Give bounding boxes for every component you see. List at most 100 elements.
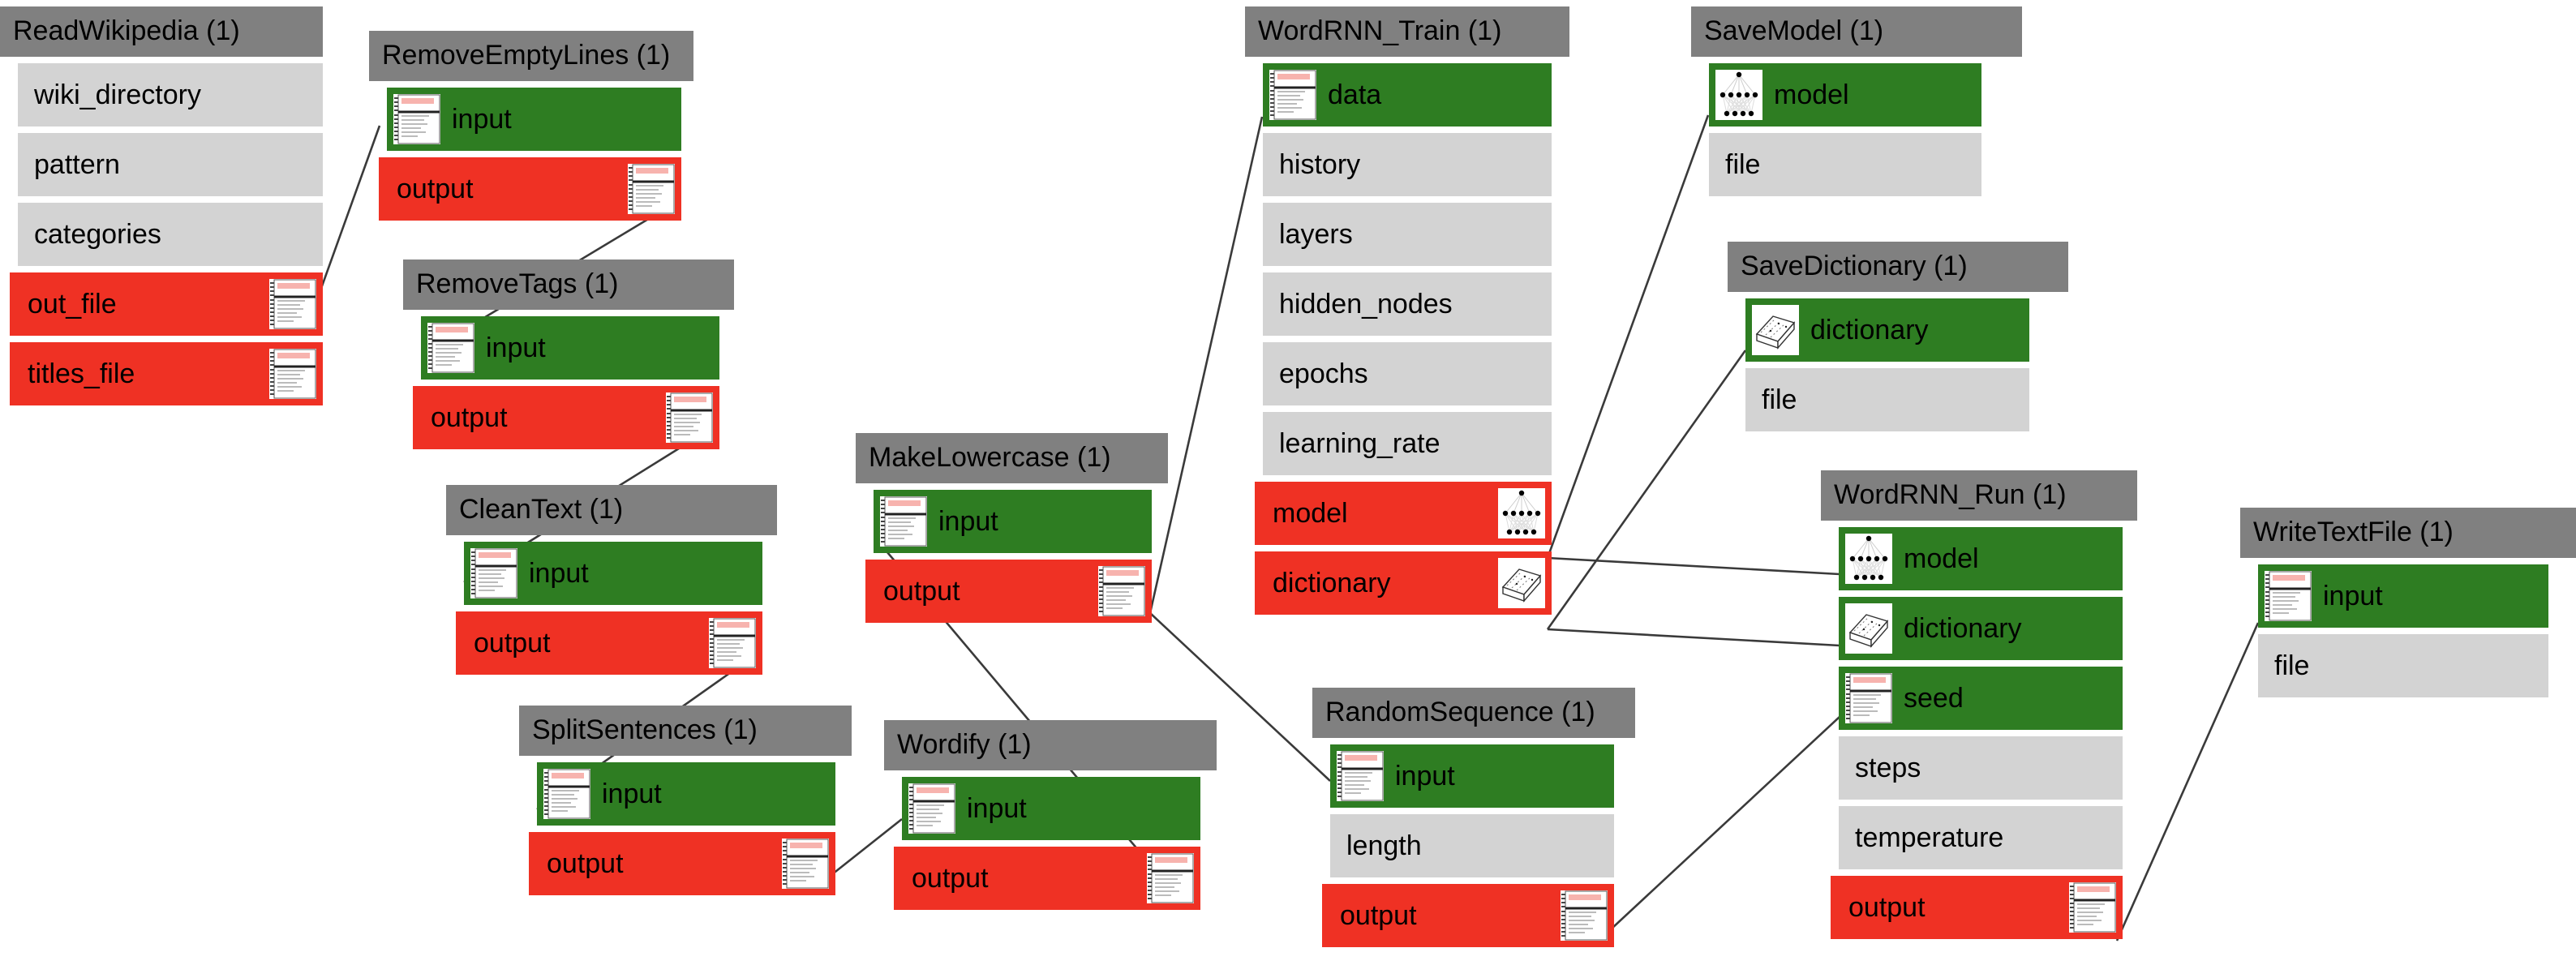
port-wordrnn-train-data[interactable]: data (1263, 63, 1552, 127)
node-title[interactable]: MakeLowercase (1) (856, 433, 1168, 483)
port-split-sentences-output[interactable]: output (529, 832, 835, 895)
node-title[interactable]: RemoveTags (1) (403, 260, 734, 310)
node-title[interactable]: WordRNN_Train (1) (1245, 6, 1569, 57)
neural-network-icon (1498, 488, 1545, 538)
port-label: output (1340, 899, 1417, 931)
port-wordrnn-train-epochs[interactable]: epochs (1263, 342, 1552, 405)
node-title[interactable]: SplitSentences (1) (519, 706, 852, 756)
port-label: data (1328, 79, 1382, 110)
port-list: input output (884, 777, 1200, 910)
port-split-sentences-input[interactable]: input (537, 762, 835, 826)
port-read-wikipedia-categories[interactable]: categories (18, 203, 323, 266)
port-clean-text-input[interactable]: input (464, 542, 762, 605)
node-title[interactable]: RemoveEmptyLines (1) (369, 31, 693, 81)
node-wordrnn-run[interactable]: WordRNN_Run (1) model dictionary see (1821, 470, 2137, 939)
port-wordrnn-train-learning-rate[interactable]: learning_rate (1263, 412, 1552, 475)
node-title[interactable]: WriteTextFile (1) (2240, 508, 2576, 558)
text-document-icon (666, 392, 713, 443)
port-remove-empty-lines-output[interactable]: output (379, 157, 681, 221)
port-read-wikipedia-titles-file[interactable]: titles_file (10, 342, 323, 405)
port-label: output (431, 401, 508, 433)
port-remove-tags-input[interactable]: input (421, 316, 719, 380)
edge-random-sequence-output-to-wordrnn-run-seed[interactable] (1610, 716, 1840, 930)
node-remove-tags[interactable]: RemoveTags (1) input output (403, 260, 734, 449)
port-make-lowercase-output[interactable]: output (865, 560, 1152, 623)
text-document-icon (1337, 751, 1384, 801)
node-title[interactable]: Wordify (1) (884, 720, 1217, 770)
node-title[interactable]: SaveModel (1) (1691, 6, 2022, 57)
node-title[interactable]: RandomSequence (1) (1312, 688, 1635, 738)
port-random-sequence-length[interactable]: length (1330, 814, 1614, 877)
node-save-dictionary[interactable]: SaveDictionary (1) dictionary file (1728, 242, 2068, 431)
node-title[interactable]: SaveDictionary (1) (1728, 242, 2068, 292)
port-wordrnn-train-dictionary[interactable]: dictionary (1255, 551, 1552, 615)
node-title[interactable]: WordRNN_Run (1) (1821, 470, 2137, 521)
node-make-lowercase[interactable]: MakeLowercase (1) input output (856, 433, 1168, 623)
port-wordrnn-run-steps[interactable]: steps (1839, 736, 2123, 800)
node-title[interactable]: CleanText (1) (446, 485, 777, 535)
port-wordrnn-run-temperature[interactable]: temperature (1839, 806, 2123, 869)
port-label: hidden_nodes (1279, 288, 1453, 320)
port-read-wikipedia-wiki-directory[interactable]: wiki_directory (18, 63, 323, 127)
port-remove-empty-lines-input[interactable]: input (387, 88, 681, 151)
port-write-text-file-input[interactable]: input (2258, 564, 2548, 628)
port-label: file (1762, 384, 1797, 415)
node-wordify[interactable]: Wordify (1) input output (884, 720, 1217, 910)
port-wordify-output[interactable]: output (894, 847, 1200, 910)
port-random-sequence-output[interactable]: output (1322, 884, 1614, 947)
port-wordrnn-run-seed[interactable]: seed (1839, 667, 2123, 730)
port-save-dictionary-file[interactable]: file (1745, 368, 2029, 431)
node-remove-empty-lines[interactable]: RemoveEmptyLines (1) input output (369, 31, 693, 221)
port-write-text-file-file[interactable]: file (2258, 634, 2548, 697)
text-document-icon (1561, 890, 1608, 941)
port-label: input (452, 103, 512, 135)
edge-wordrnn-train-dictionary-to-save-dictionary-dictionary[interactable] (1546, 350, 1747, 630)
port-label: model (1273, 497, 1348, 529)
port-wordrnn-run-dictionary[interactable]: dictionary (1839, 597, 2123, 660)
port-save-model-model[interactable]: model (1709, 63, 1981, 127)
node-title[interactable]: ReadWikipedia (1) (0, 6, 323, 57)
text-document-icon (2265, 571, 2312, 621)
port-read-wikipedia-out-file[interactable]: out_file (10, 272, 323, 336)
edge-wordrnn-train-model-to-save-model-model[interactable] (1546, 114, 1710, 559)
edge-wordrnn-train-model-to-wordrnn-run-model[interactable] (1547, 556, 1840, 576)
port-label: temperature (1855, 821, 2004, 853)
port-label: output (883, 575, 960, 607)
node-wordrnn-train[interactable]: WordRNN_Train (1) data history layers hidde… (1245, 6, 1569, 615)
port-remove-tags-output[interactable]: output (413, 386, 719, 449)
dictionary-book-icon (1752, 305, 1799, 355)
port-clean-text-output[interactable]: output (456, 611, 762, 675)
port-wordify-input[interactable]: input (902, 777, 1200, 840)
edge-wordrnn-train-dictionary-to-wordrnn-run-dictionary[interactable] (1547, 628, 1840, 647)
text-document-icon (1269, 70, 1316, 120)
port-wordrnn-run-model[interactable]: model (1839, 527, 2123, 590)
port-label: categories (34, 218, 161, 250)
port-save-dictionary-dictionary[interactable]: dictionary (1745, 298, 2029, 362)
text-document-icon (628, 164, 675, 214)
text-document-icon (2265, 571, 2312, 621)
text-document-icon (1561, 890, 1608, 941)
port-save-model-file[interactable]: file (1709, 133, 1981, 196)
port-wordrnn-train-layers[interactable]: layers (1263, 203, 1552, 266)
port-wordrnn-run-output[interactable]: output (1831, 876, 2123, 939)
edge-wordrnn-run-output-to-write-text-file-input[interactable] (2115, 622, 2260, 942)
port-list: dictionary file (1728, 298, 2029, 431)
port-wordrnn-train-model[interactable]: model (1255, 482, 1552, 545)
node-save-model[interactable]: SaveModel (1) model file (1691, 6, 2022, 196)
port-read-wikipedia-pattern[interactable]: pattern (18, 133, 323, 196)
text-document-icon (427, 323, 474, 373)
port-random-sequence-input[interactable]: input (1330, 744, 1614, 808)
port-wordrnn-train-hidden-nodes[interactable]: hidden_nodes (1263, 272, 1552, 336)
port-make-lowercase-input[interactable]: input (874, 490, 1152, 553)
dictionary-book-icon (1845, 603, 1892, 654)
port-label: file (1725, 148, 1761, 180)
port-wordrnn-train-history[interactable]: history (1263, 133, 1552, 196)
